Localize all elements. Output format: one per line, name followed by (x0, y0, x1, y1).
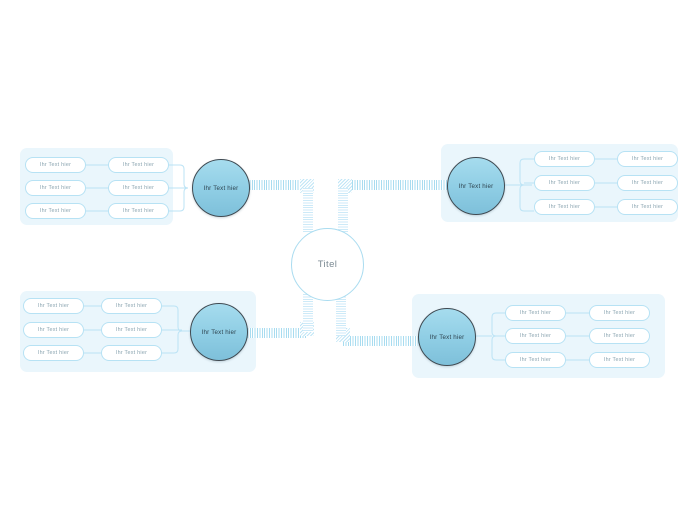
node-top-left-inner-2[interactable]: Ihr Text hier (108, 180, 169, 196)
node-top-left-outer-3[interactable]: Ihr Text hier (25, 203, 86, 219)
node-bottom-left-inner-1[interactable]: Ihr Text hier (101, 298, 162, 314)
node-top-right-outer-2[interactable]: Ihr Text hier (617, 175, 678, 191)
node-top-left-inner-1[interactable]: Ihr Text hier (108, 157, 169, 173)
node-top-left-outer-2[interactable]: Ihr Text hier (25, 180, 86, 196)
node-top-left-outer-1[interactable]: Ihr Text hier (25, 157, 86, 173)
node-bottom-left-outer-2[interactable]: Ihr Text hier (23, 322, 84, 338)
ribbon-top-left-horizontal (247, 180, 307, 190)
node-bottom-right-inner-3[interactable]: Ihr Text hier (505, 352, 566, 368)
node-bottom-right-inner-1[interactable]: Ihr Text hier (505, 305, 566, 321)
node-top-right-outer-1[interactable]: Ihr Text hier (617, 151, 678, 167)
node-bottom-right-outer-3[interactable]: Ihr Text hier (589, 352, 650, 368)
node-top-left-inner-3[interactable]: Ihr Text hier (108, 203, 169, 219)
node-bottom-right-outer-2[interactable]: Ihr Text hier (589, 328, 650, 344)
ribbon-bottom-left-horizontal (245, 328, 307, 338)
ribbon-bottom-left-vertical (303, 294, 313, 332)
node-bottom-right-outer-1[interactable]: Ihr Text hier (589, 305, 650, 321)
node-top-right-inner-3[interactable]: Ihr Text hier (534, 199, 595, 215)
ribbon-bottom-right-vertical (336, 294, 346, 336)
node-bottom-left-inner-3[interactable]: Ihr Text hier (101, 345, 162, 361)
ribbon-top-right-horizontal (345, 180, 455, 190)
branch-circle-top-right[interactable]: Ihr Text hier (447, 157, 505, 215)
node-top-right-outer-3[interactable]: Ihr Text hier (617, 199, 678, 215)
center-node-title[interactable]: Titel (291, 228, 364, 301)
ribbon-top-right-vertical (338, 188, 348, 232)
node-top-right-inner-1[interactable]: Ihr Text hier (534, 151, 595, 167)
branch-circle-bottom-left[interactable]: Ihr Text hier (190, 303, 248, 361)
node-bottom-left-outer-1[interactable]: Ihr Text hier (23, 298, 84, 314)
node-top-right-inner-2[interactable]: Ihr Text hier (534, 175, 595, 191)
node-bottom-left-outer-3[interactable]: Ihr Text hier (23, 345, 84, 361)
ribbon-top-left-vertical (303, 188, 313, 232)
node-bottom-right-inner-2[interactable]: Ihr Text hier (505, 328, 566, 344)
branch-circle-bottom-right[interactable]: Ihr Text hier (418, 308, 476, 366)
ribbon-bottom-right-horizontal (343, 336, 421, 346)
branch-circle-top-left[interactable]: Ihr Text hier (192, 159, 250, 217)
node-bottom-left-inner-2[interactable]: Ihr Text hier (101, 322, 162, 338)
